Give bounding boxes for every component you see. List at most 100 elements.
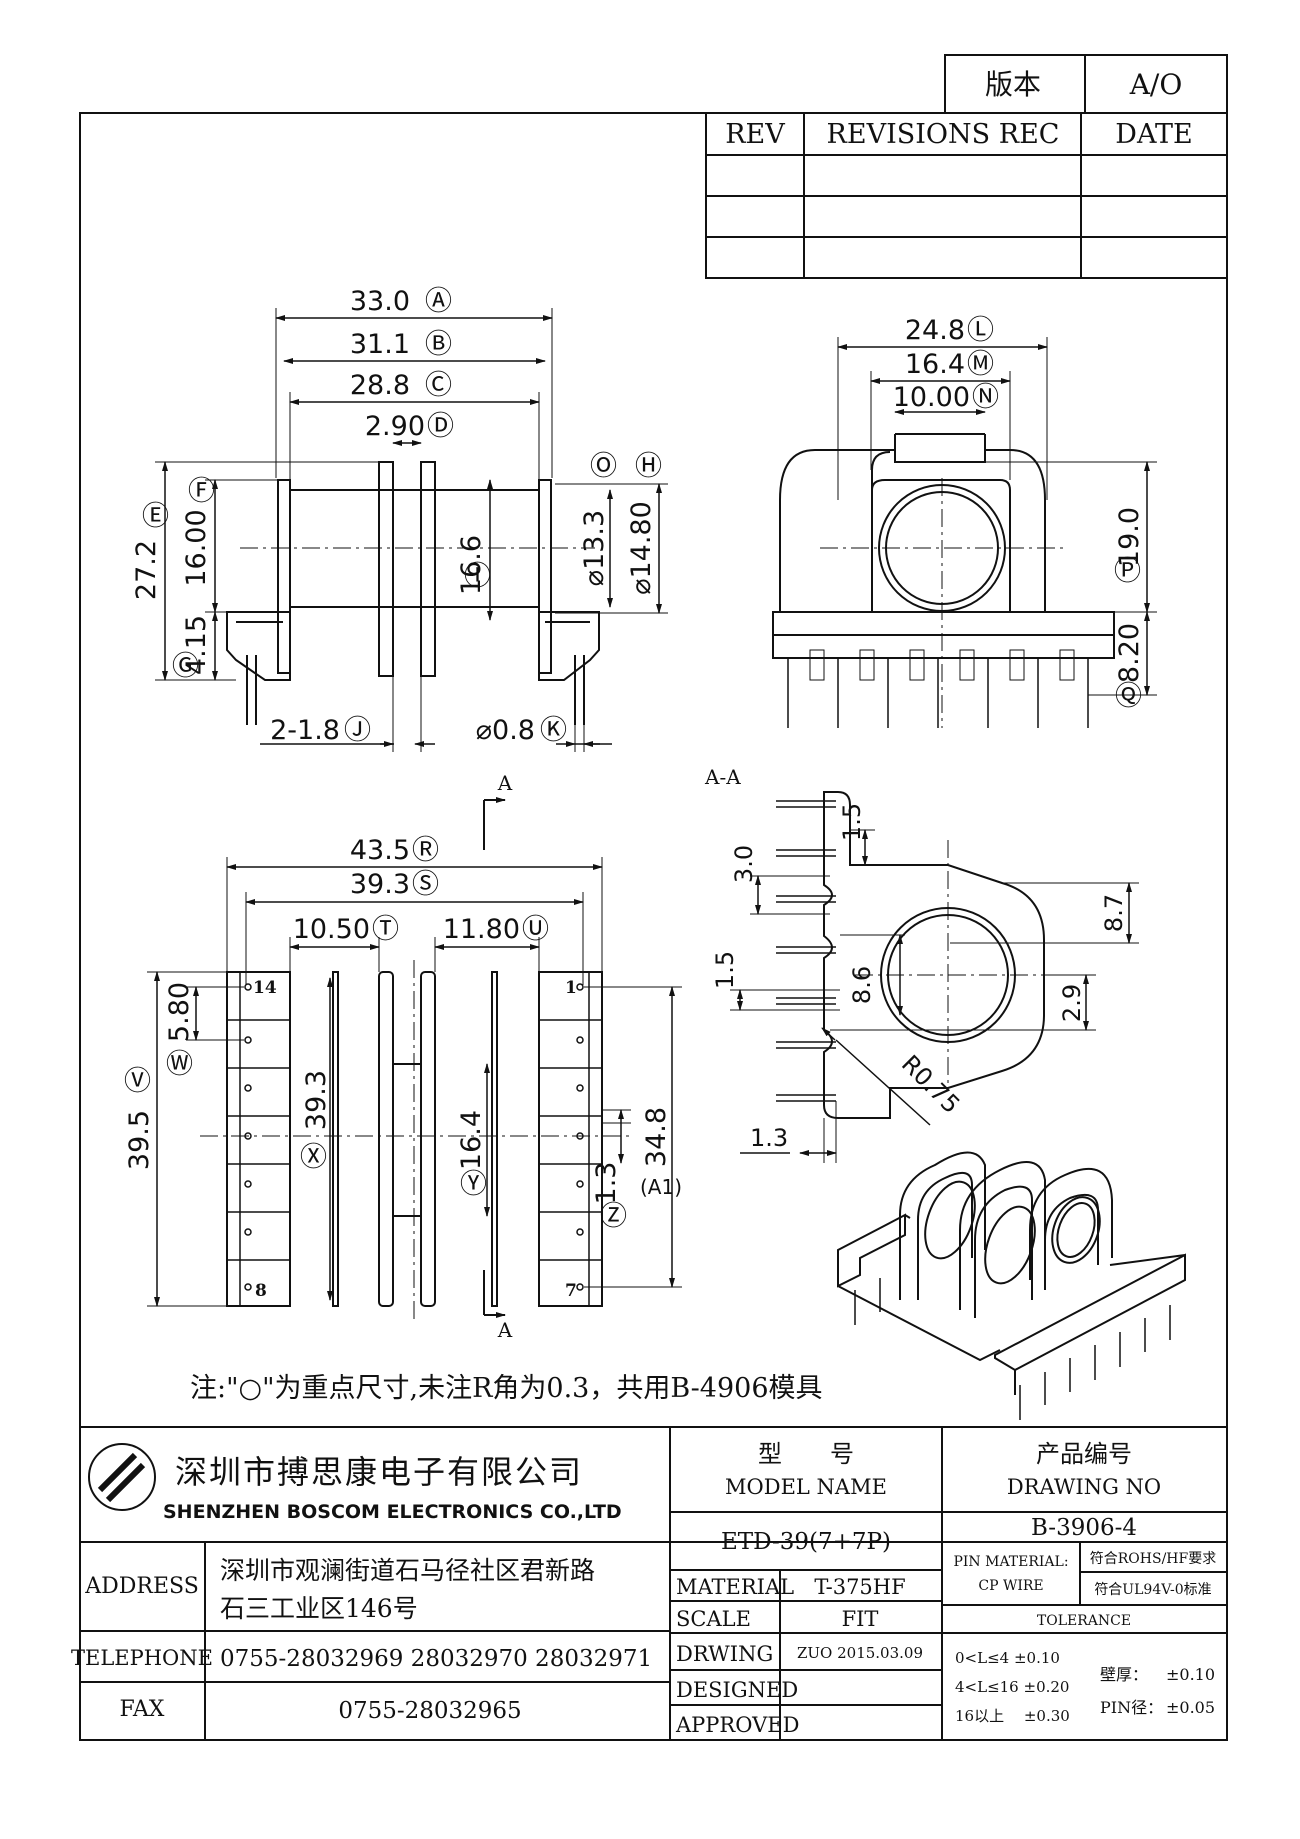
drawing-by: ZUO 2015.03.09 xyxy=(797,1644,923,1662)
dim-G: 4.15 xyxy=(181,615,212,675)
top-view xyxy=(155,308,668,752)
dim-A1-tag: (A1) xyxy=(640,1175,682,1199)
section-radius: R0.75 xyxy=(896,1050,965,1119)
pin-label-1: 1 xyxy=(565,978,577,998)
dim-Y-tag: Ⓨ xyxy=(460,1169,487,1200)
version-label: 版本 xyxy=(985,68,1041,101)
pin-label-8: 8 xyxy=(255,1281,267,1301)
tolerance-2: 4<L≤16 ±0.20 xyxy=(955,1678,1069,1696)
address-label: ADDRESS xyxy=(84,1574,199,1599)
dim-E: 27.2 xyxy=(131,540,162,600)
pin-label-7: 7 xyxy=(565,1281,577,1301)
dim-D-tag: Ⓓ xyxy=(427,411,454,442)
material-value: T-375HF xyxy=(814,1575,905,1599)
dim-V: 39.5 xyxy=(124,1110,155,1170)
revisions-header: REVISIONS REC xyxy=(827,119,1060,150)
wall-tol-label: 壁厚： xyxy=(1100,1665,1148,1684)
scale-value: FIT xyxy=(842,1607,879,1631)
rev-header: REV xyxy=(725,119,785,150)
tolerance-3: 16以上 ±0.30 xyxy=(955,1707,1070,1725)
dim-M: 16.4 xyxy=(905,349,965,380)
dim-N: 10.00 xyxy=(893,382,970,413)
fax-value: 0755-28032965 xyxy=(338,1698,521,1724)
dim-F: 16.00 xyxy=(181,509,212,586)
dim-S-tag: Ⓢ xyxy=(412,869,439,900)
isometric-view xyxy=(837,1151,1186,1420)
dim-U-tag: Ⓤ xyxy=(522,914,549,945)
section-dim-1: 1.5 xyxy=(838,803,866,841)
dim-G-tag: Ⓖ xyxy=(172,651,199,682)
dim-A: 33.0 xyxy=(350,286,410,317)
dim-L: 24.8 xyxy=(905,315,965,346)
dim-Z-tag: Ⓩ xyxy=(600,1201,627,1232)
drawing-no-cn: 产品编号 xyxy=(1036,1440,1132,1468)
tolerance-label: TOLERANCE xyxy=(1037,1613,1131,1629)
designed-label: DESIGNED xyxy=(676,1678,798,1702)
drawing-no-en: DRAWING NO xyxy=(1007,1475,1161,1499)
pin-label-14: 14 xyxy=(253,978,277,998)
section-mark-bottom: A xyxy=(497,1318,513,1342)
company-name-cn: 深圳市搏思康电子有限公司 xyxy=(175,1453,583,1491)
date-header: DATE xyxy=(1115,119,1192,150)
dim-D: 2.90 xyxy=(365,411,425,442)
dim-N-tag: Ⓝ xyxy=(972,382,999,413)
dim-B-tag: Ⓑ xyxy=(425,329,452,360)
bottom-view xyxy=(147,797,682,1320)
pin-dia-tol-value: ±0.05 xyxy=(1166,1698,1215,1717)
telephone-label: TELEPHONE xyxy=(71,1646,213,1670)
dim-R: 43.5 xyxy=(350,835,410,866)
dim-X: 39.3 xyxy=(301,1070,332,1130)
title-block xyxy=(80,1426,1227,1740)
company-logo-icon xyxy=(88,1443,156,1511)
side-view xyxy=(772,337,1157,728)
dim-I-tag: Ⓘ xyxy=(464,561,491,592)
rohs-note: 符合ROHS/HF要求 xyxy=(1090,1551,1216,1567)
dim-L-tag: Ⓛ xyxy=(967,315,994,346)
dim-Q-tag: Ⓠ xyxy=(1115,681,1142,712)
section-dim-6: 2.9 xyxy=(1058,984,1086,1022)
dim-H-tag: Ⓗ xyxy=(635,451,662,482)
drawing-frame xyxy=(79,112,1228,1741)
dim-P-tag: Ⓟ xyxy=(1114,556,1141,587)
pin-dia-tol-label: PIN径： xyxy=(1100,1698,1163,1717)
fax-label: FAX xyxy=(120,1697,165,1722)
model-name-en: MODEL NAME xyxy=(725,1475,887,1499)
dim-Y: 16.4 xyxy=(456,1110,487,1170)
telephone-value: 0755-28032969 28032970 28032971 xyxy=(220,1646,652,1672)
dim-I: 16.6 xyxy=(456,535,487,595)
dim-C-tag: Ⓒ xyxy=(425,370,452,401)
dim-F-tag: Ⓕ xyxy=(188,476,215,507)
section-dim-4: 1.5 xyxy=(711,951,739,989)
dim-Z: 1.3 xyxy=(591,1162,622,1205)
dim-P: 19.0 xyxy=(1114,507,1145,567)
approved-label: APPROVED xyxy=(675,1713,799,1737)
section-dim-5: 8.6 xyxy=(848,966,876,1004)
address-line-1: 深圳市观澜街道石马径社区君新路 xyxy=(220,1556,595,1585)
dim-O: ⌀13.3 xyxy=(579,510,610,586)
section-a-a-view xyxy=(730,791,1139,1163)
dim-W-tag: Ⓦ xyxy=(166,1049,193,1080)
dim-Q: 8.20 xyxy=(1114,623,1145,683)
dim-A-tag: Ⓐ xyxy=(425,286,452,317)
section-dim-2: 3.0 xyxy=(730,845,758,883)
material-label: MATERIAL xyxy=(676,1575,794,1599)
dim-C: 28.8 xyxy=(350,370,410,401)
section-mark-top: A xyxy=(497,771,513,795)
dim-S: 39.3 xyxy=(350,869,410,900)
drawing-value: B-3906-4 xyxy=(1031,1515,1137,1541)
scale-label: SCALE xyxy=(676,1607,751,1631)
dim-K-tag: Ⓚ xyxy=(540,715,567,746)
section-dim-7: 1.3 xyxy=(750,1124,788,1152)
dim-O-tag: Ⓞ xyxy=(590,451,617,482)
pin-material-value: CP WIRE xyxy=(978,1578,1043,1594)
dim-A1: 34.8 xyxy=(641,1107,672,1167)
drawing-note: 注:"○"为重点尺寸,未注R角为0.3，共用B-4906模具 xyxy=(190,1373,823,1404)
dim-X-tag: Ⓧ xyxy=(300,1142,327,1173)
model-name-cn: 型 号 xyxy=(758,1440,854,1468)
wall-tol-value: ±0.10 xyxy=(1166,1665,1215,1684)
address-line-2: 石三工业区146号 xyxy=(220,1594,418,1623)
dim-E-tag: Ⓔ xyxy=(142,501,169,532)
ul-note: 符合UL94V-0标准 xyxy=(1094,1582,1211,1598)
section-dim-3: 8.7 xyxy=(1100,894,1128,932)
